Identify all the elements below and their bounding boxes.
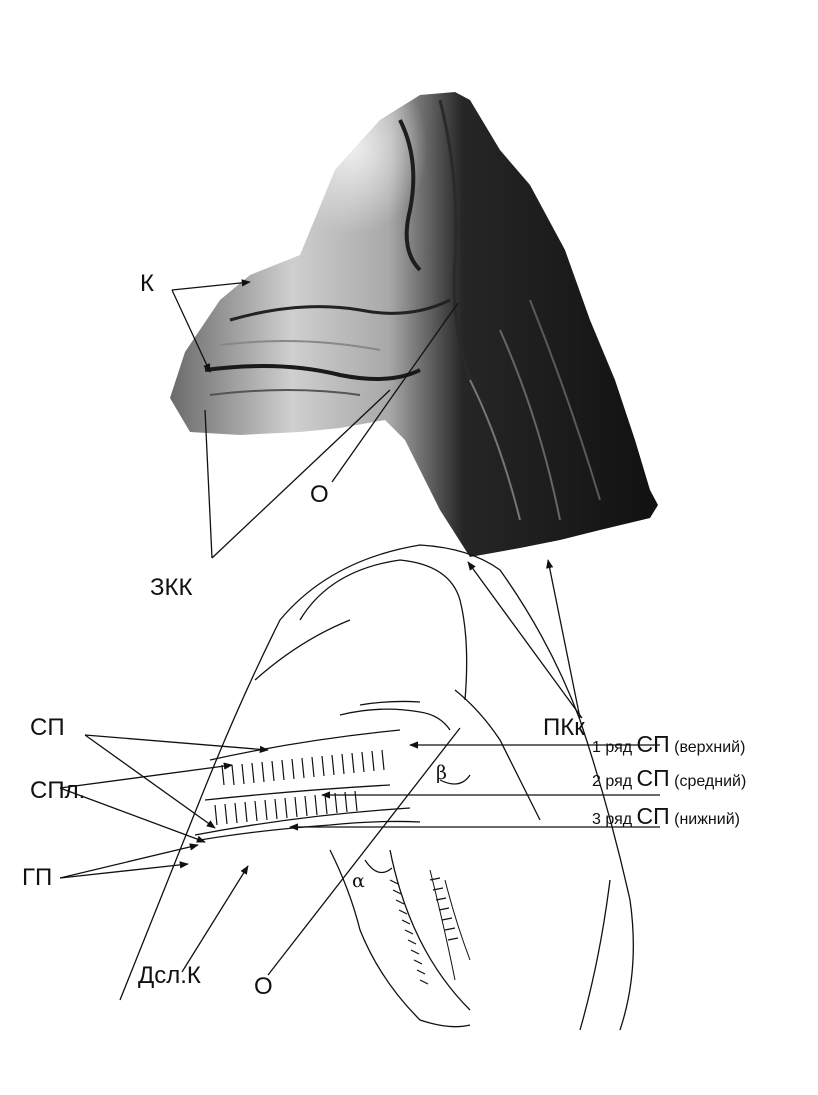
row-suffix: (нижний) bbox=[674, 811, 740, 828]
row-suffix: (средний) bbox=[674, 773, 746, 790]
label-dslk: Дсл.К bbox=[138, 964, 201, 988]
row-abbr: СП bbox=[637, 765, 670, 791]
row-prefix: 3 ряд bbox=[592, 811, 632, 828]
row-label-1: 1 ряд СП (верхний) bbox=[592, 733, 745, 756]
specimen-photo bbox=[170, 92, 658, 557]
row-suffix: (верхний) bbox=[674, 739, 745, 756]
label-o-bottom: О bbox=[254, 975, 273, 999]
label-spl: СПл. bbox=[30, 779, 85, 803]
label-sp: СП bbox=[30, 716, 65, 740]
row-prefix: 1 ряд bbox=[592, 739, 632, 756]
row-label-3: 3 ряд СП (нижний) bbox=[592, 805, 740, 828]
line-drawing bbox=[120, 545, 633, 1030]
label-k: К bbox=[140, 272, 154, 296]
label-pkk: ПКк bbox=[543, 716, 585, 740]
label-gp: ГП bbox=[22, 866, 52, 890]
row-label-2: 2 ряд СП (средний) bbox=[592, 767, 746, 790]
angle-arcs bbox=[365, 775, 470, 873]
row-abbr: СП bbox=[637, 803, 670, 829]
hatched-bands bbox=[215, 750, 458, 984]
label-beta: β bbox=[436, 764, 447, 783]
row-abbr: СП bbox=[637, 731, 670, 757]
label-alpha: α bbox=[352, 872, 365, 891]
row-prefix: 2 ряд bbox=[592, 773, 632, 790]
label-o-top: О bbox=[310, 483, 329, 507]
label-zkk: ЗКК bbox=[150, 576, 192, 600]
